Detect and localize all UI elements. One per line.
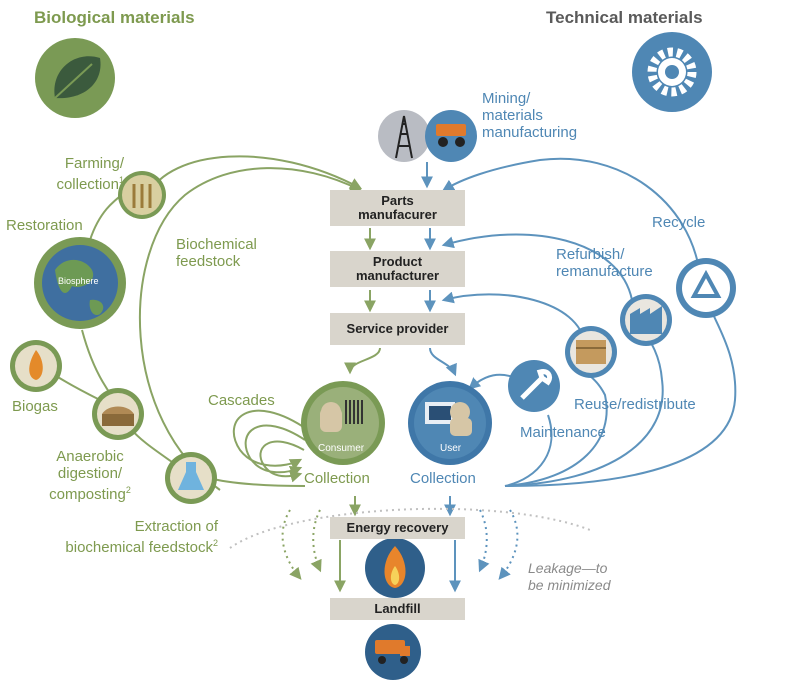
user-icon xyxy=(408,381,492,465)
flow-collection-to-reuse xyxy=(504,375,608,487)
cascade-loop-1 xyxy=(232,409,309,470)
biochemical-feedstock-label: Biochemical feedstock xyxy=(176,236,257,270)
farming-icon xyxy=(118,171,166,219)
collection-user-label: Collection xyxy=(410,470,476,487)
flow-recycle-to-parts xyxy=(441,157,701,276)
cascades-label: Cascades xyxy=(208,392,275,409)
flow-service-to-consumer xyxy=(344,347,381,375)
farming-label: Farming/ collection1 xyxy=(56,155,124,193)
biological-flows xyxy=(48,155,381,593)
recycle-label: Recycle xyxy=(652,214,706,231)
box-icon xyxy=(565,326,617,378)
leakage-label: Leakage—to be minimized xyxy=(528,560,611,593)
energy-recovery-box: Energy recovery xyxy=(330,517,465,539)
service-provider-box: Service provider xyxy=(330,313,465,345)
technical-materials-header: Technical materials xyxy=(546,8,703,27)
factory-icon xyxy=(620,294,672,346)
leaf-icon xyxy=(35,38,115,118)
flow-collection-to-recycle xyxy=(504,311,737,487)
biosphere-label: Biosphere xyxy=(58,276,99,286)
biogas-flame-icon xyxy=(10,340,62,392)
flow-collection-to-maintenance xyxy=(504,414,553,487)
dump-truck-icon xyxy=(365,624,421,680)
user-label: User xyxy=(440,443,462,454)
mining-truck-icon xyxy=(425,110,477,162)
flow-biosphere-to-anaerobic xyxy=(81,329,113,397)
recycle-icon xyxy=(676,258,736,318)
anaerobic-label: Anaerobic digestion/ composting2 xyxy=(49,448,131,503)
biogas-label: Biogas xyxy=(12,398,58,415)
leakage-flows xyxy=(229,507,591,580)
compost-icon xyxy=(92,388,144,440)
refurbish-label: Refurbish/ remanufacture xyxy=(556,246,653,280)
extraction-label: Extraction of biochemical feedstock2 xyxy=(65,518,218,556)
flow-collection-to-extraction xyxy=(209,477,306,487)
biosphere-icon xyxy=(34,237,126,329)
oil-rig-icon xyxy=(378,110,430,162)
consumer-label: Consumer xyxy=(318,443,365,454)
flow-farming-to-parts xyxy=(147,155,363,196)
flow-collection-to-product xyxy=(138,167,363,491)
mining-label: Mining/ materials manufacturing xyxy=(482,90,578,141)
collection-consumer-label: Collection xyxy=(304,470,370,487)
flow-refurbish-to-product xyxy=(441,233,633,301)
restoration-label: Restoration xyxy=(6,217,83,234)
consumer-icon xyxy=(301,381,385,465)
flow-service-to-user xyxy=(429,347,457,377)
wrench-icon xyxy=(508,360,560,412)
flow-reuse-to-service xyxy=(441,291,586,346)
reuse-label: Reuse/redistribute xyxy=(574,396,696,413)
biological-materials-header: Biological materials xyxy=(34,8,195,27)
leakage-arc xyxy=(229,507,591,549)
flow-collection-to-refurbish xyxy=(504,334,664,487)
cascade-loop-2 xyxy=(244,424,306,478)
landfill-box: Landfill xyxy=(330,598,465,620)
cascade-loop-3 xyxy=(259,440,305,483)
flame-icon xyxy=(365,538,425,598)
flask-icon xyxy=(165,452,217,504)
maintenance-label: Maintenance xyxy=(520,424,606,441)
gear-icon xyxy=(632,32,712,112)
